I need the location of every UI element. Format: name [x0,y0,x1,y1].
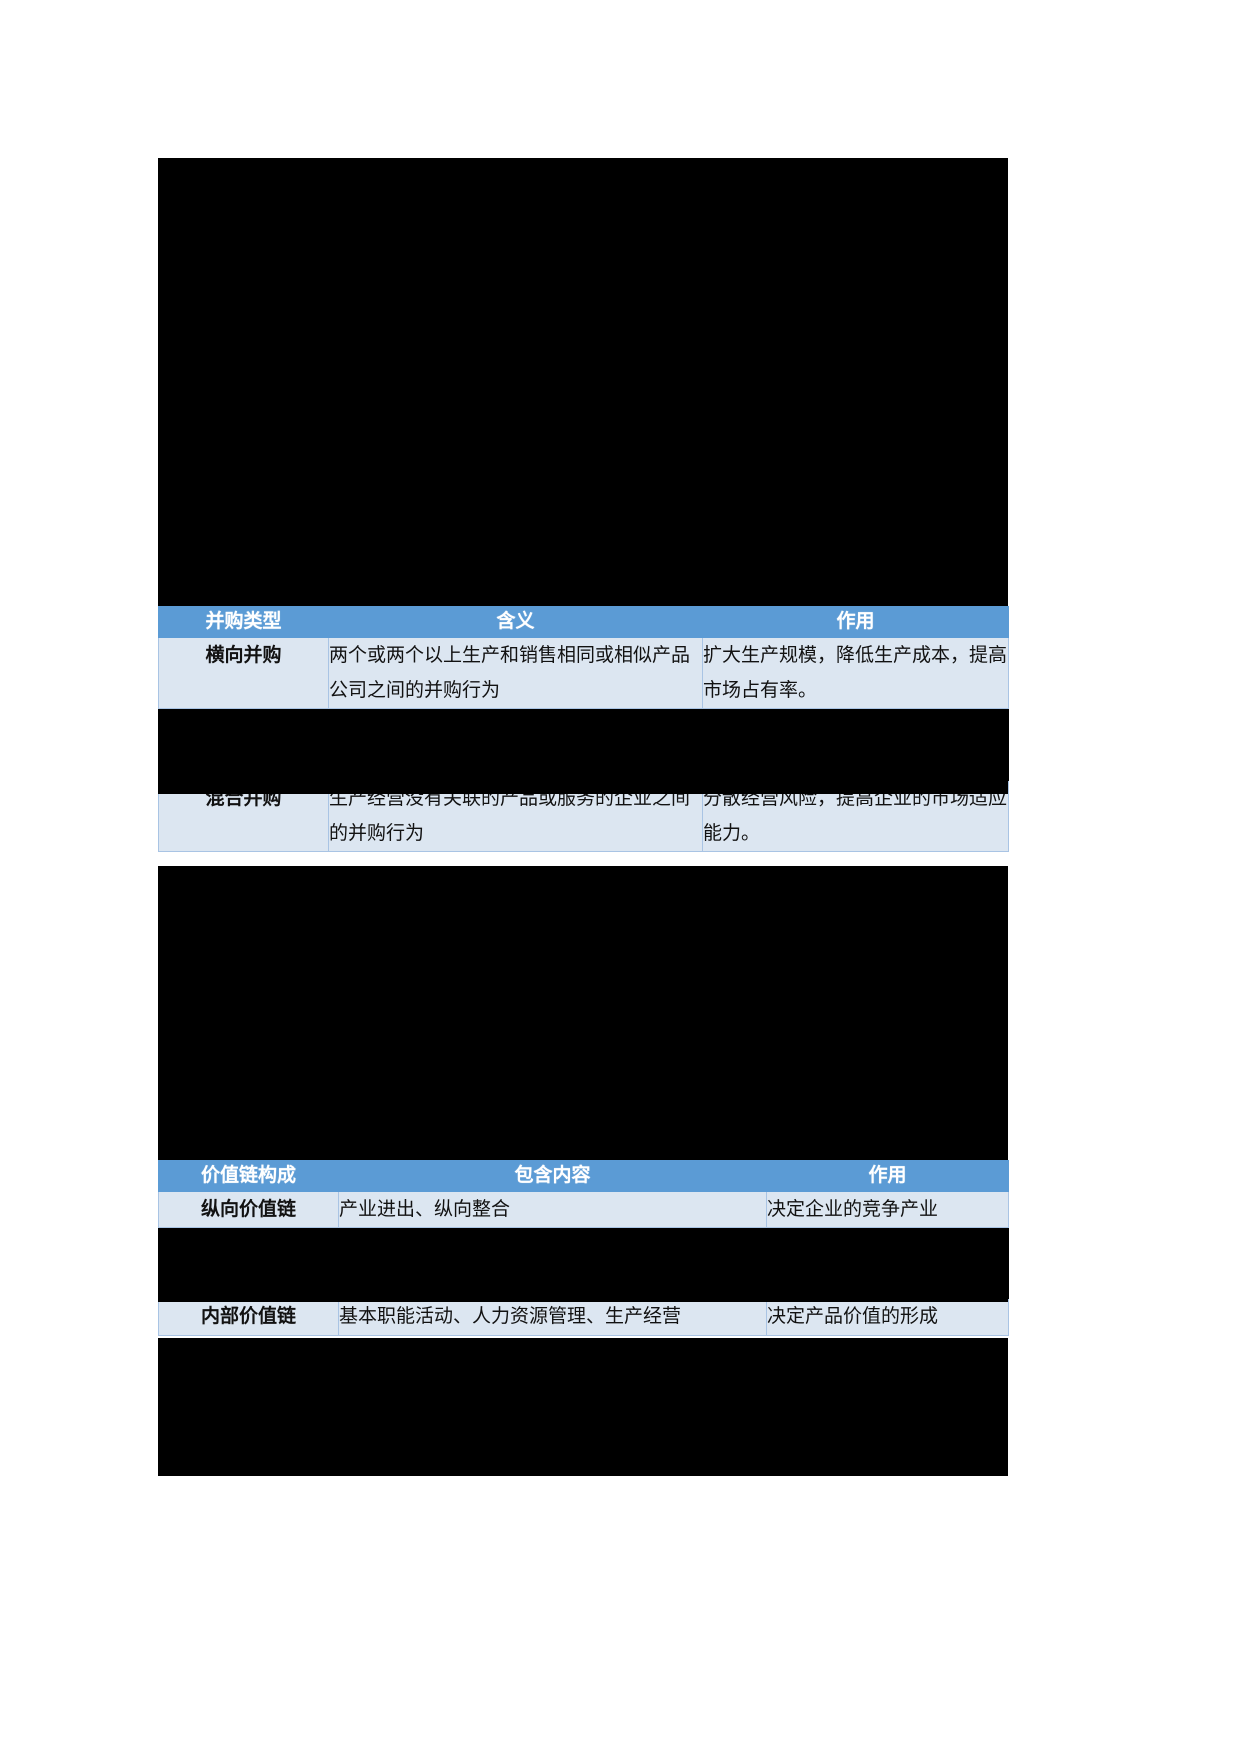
column-header-meaning: 含义 [328,606,703,638]
column-header-content: 包含内容 [338,1160,767,1192]
cell-type: 横向并购 [158,636,329,710]
cell-effect: 扩大生产规模，降低生产成本，提高市场占有率。 [702,636,1009,710]
table-row: 横向并购 两个或两个以上生产和销售相同或相似产品公司之间的并购行为 扩大生产规模… [158,636,1009,710]
table-header-row: 价值链构成 包含内容 作用 [158,1160,1009,1192]
redacted-block-top [158,158,1008,606]
column-header-type: 并购类型 [158,606,329,638]
redacted-block-bottom [158,1338,1008,1476]
cell-composition: 纵向价值链 [158,1190,339,1229]
redacted-block-middle [158,866,1008,1162]
table-row: 内部价值链 基本职能活动、人力资源管理、生产经营 决定产品价值的形成 [158,1298,1009,1336]
redacted-gap-table1 [158,718,1008,794]
cell-meaning: 两个或两个以上生产和销售相同或相似产品公司之间的并购行为 [328,636,703,710]
table-row: 纵向价值链 产业进出、纵向整合 决定企业的竞争产业 [158,1190,1009,1229]
column-header-effect: 作用 [702,606,1009,638]
cell-effect: 决定产品价值的形成 [766,1298,1009,1336]
column-header-effect: 作用 [766,1160,1009,1192]
redacted-gap-table2 [158,1232,1008,1302]
column-header-composition: 价值链构成 [158,1160,339,1192]
cell-effect: 决定企业的竞争产业 [766,1190,1009,1229]
cell-content: 产业进出、纵向整合 [338,1190,767,1229]
cell-content: 基本职能活动、人力资源管理、生产经营 [338,1298,767,1336]
cell-composition: 内部价值链 [158,1298,339,1336]
table-header-row: 并购类型 含义 作用 [158,606,1009,638]
